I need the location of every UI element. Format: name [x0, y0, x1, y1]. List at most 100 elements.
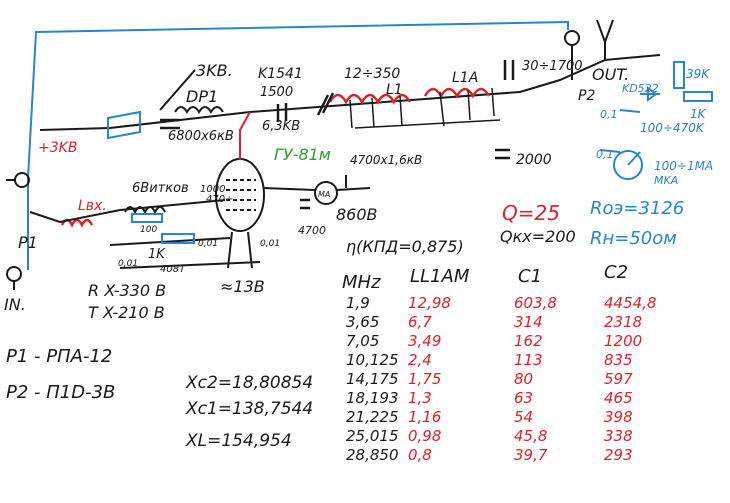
formula-xl: XL=154,954 [185, 431, 292, 451]
label-l1a: L1A [452, 70, 478, 86]
label-tube: ГУ-81м [274, 145, 331, 164]
table-cell-c2: 1200 [604, 332, 643, 350]
table-header-mhz: MHz [342, 272, 381, 293]
label-1500: 1500 [260, 85, 293, 100]
table-cell-mhz: 14,175 [346, 370, 399, 388]
label-approx13: ≈13B [220, 277, 265, 296]
label-4700kv: 4700x1,6кВ [350, 153, 422, 167]
label-1k: 1K [148, 247, 166, 262]
bias-wire [109, 237, 261, 269]
table-cell-mhz: 18,193 [346, 389, 399, 407]
label-100: 100 [140, 225, 157, 235]
switch-icon [107, 110, 141, 140]
legend-p2: P2 - П1D-3B [6, 382, 115, 403]
table-cell-l: 3,49 [408, 332, 442, 350]
table-cell-l: 2,4 [408, 351, 432, 369]
label-tx: T X-210 B [88, 303, 165, 322]
label-1k-right: 1K [690, 107, 707, 121]
table-cell-c2: 2318 [604, 313, 643, 331]
label-3kv-top: 3KB. [196, 61, 233, 80]
table-cell-l: 12,98 [408, 294, 451, 312]
relay-p2-line [519, 54, 661, 93]
label-39k: 39K [686, 67, 710, 81]
label-470k: 100÷470K [640, 121, 705, 135]
table-cell-c2: 293 [604, 446, 633, 464]
table-cell-mhz: 1,9 [346, 294, 370, 312]
label-cap-6800: 6800x6кВ [168, 129, 234, 144]
label-c001b: 0,01 [198, 239, 218, 249]
formula-xc1: Xc1=138,7544 [185, 399, 313, 419]
connector-icons [6, 172, 30, 290]
table-header-l: LL1AM [410, 266, 470, 287]
coil-l1a-icon [423, 87, 491, 99]
ma-meter-icon [314, 181, 338, 205]
formula-xc2: Xc2=18,80854 [185, 373, 313, 393]
label-qxx: Qкх=200 [500, 227, 576, 246]
table-cell-mhz: 28,850 [346, 446, 399, 464]
label-lbx: Lвх. [78, 198, 107, 214]
table-cell-mhz: 7,05 [346, 332, 380, 350]
legend-p1: P1 - РПА-12 [6, 346, 112, 367]
label-l1: L1 [386, 82, 403, 98]
label-out: OUT. [592, 65, 629, 84]
switch-arrow-icon [159, 69, 196, 111]
label-ma: MA [318, 190, 330, 199]
label-plus-3kv: +3KB [38, 140, 77, 156]
table-cell-mhz: 25,015 [346, 427, 399, 445]
table-cell-l: 1,3 [408, 389, 432, 407]
table-cell-c1: 314 [514, 313, 543, 331]
label-p2: P2 [578, 88, 595, 104]
coil-taps [349, 87, 501, 129]
table-cell-l: 0,8 [408, 446, 432, 464]
label-mka: MKA [654, 174, 678, 187]
table-cell-mhz: 3,65 [346, 313, 380, 331]
label-40v: 408T [160, 264, 186, 275]
label-p1: P1 [18, 233, 38, 252]
table-cell-l: 6,7 [408, 313, 432, 331]
label-in: IN. [4, 295, 26, 314]
table-cell-c2: 398 [604, 408, 633, 426]
table-cell-c2: 597 [604, 370, 633, 388]
screen-line [263, 175, 371, 191]
label-c01-right2: 0,1 [596, 148, 614, 161]
table-cell-l: 1,75 [408, 370, 442, 388]
diode-section [599, 61, 713, 180]
table-cell-mhz: 21,225 [346, 408, 399, 426]
label-q25: Q=25 [502, 201, 560, 225]
table-cell-mhz: 10,125 [346, 351, 399, 369]
table-cell-c2: 4454,8 [604, 294, 657, 312]
table-cell-c1: 63 [514, 389, 534, 407]
label-c01-right: 0,1 [600, 108, 618, 121]
label-roe: Rоэ=3126 [590, 198, 684, 219]
table-cell-c1: 113 [514, 351, 543, 369]
table-cell-c1: 80 [514, 370, 534, 388]
table-cell-c1: 45,8 [514, 427, 548, 445]
label-30-1700: 30÷1700 [522, 59, 583, 74]
label-dp1: DP1 [186, 87, 218, 106]
capacitor-icons [160, 60, 515, 210]
label-12-350: 12÷350 [344, 66, 400, 82]
label-63kv: 6,3KB [262, 119, 300, 134]
coil-l1-icon [328, 93, 412, 105]
table-cell-c1: 54 [514, 408, 534, 426]
label-1000: 1000 [200, 184, 225, 195]
label-c001c: 0,01 [260, 239, 280, 249]
input-wire [29, 199, 226, 224]
resistor-icons [131, 213, 195, 244]
label-ma-meter: 100÷1MA [654, 159, 713, 173]
table-cell-c1: 39,7 [514, 446, 548, 464]
table-cell-l: 1,16 [408, 408, 442, 426]
label-kpd: η(КПД=0,875) [346, 237, 464, 256]
label-2000: 2000 [516, 152, 552, 168]
table-cell-c2: 338 [604, 427, 633, 445]
table-cell-c1: 603,8 [514, 294, 557, 312]
label-4700: 4700 [298, 224, 326, 237]
label-rx: R X-330 B [88, 281, 166, 300]
table-header-c2: C2 [604, 262, 629, 283]
